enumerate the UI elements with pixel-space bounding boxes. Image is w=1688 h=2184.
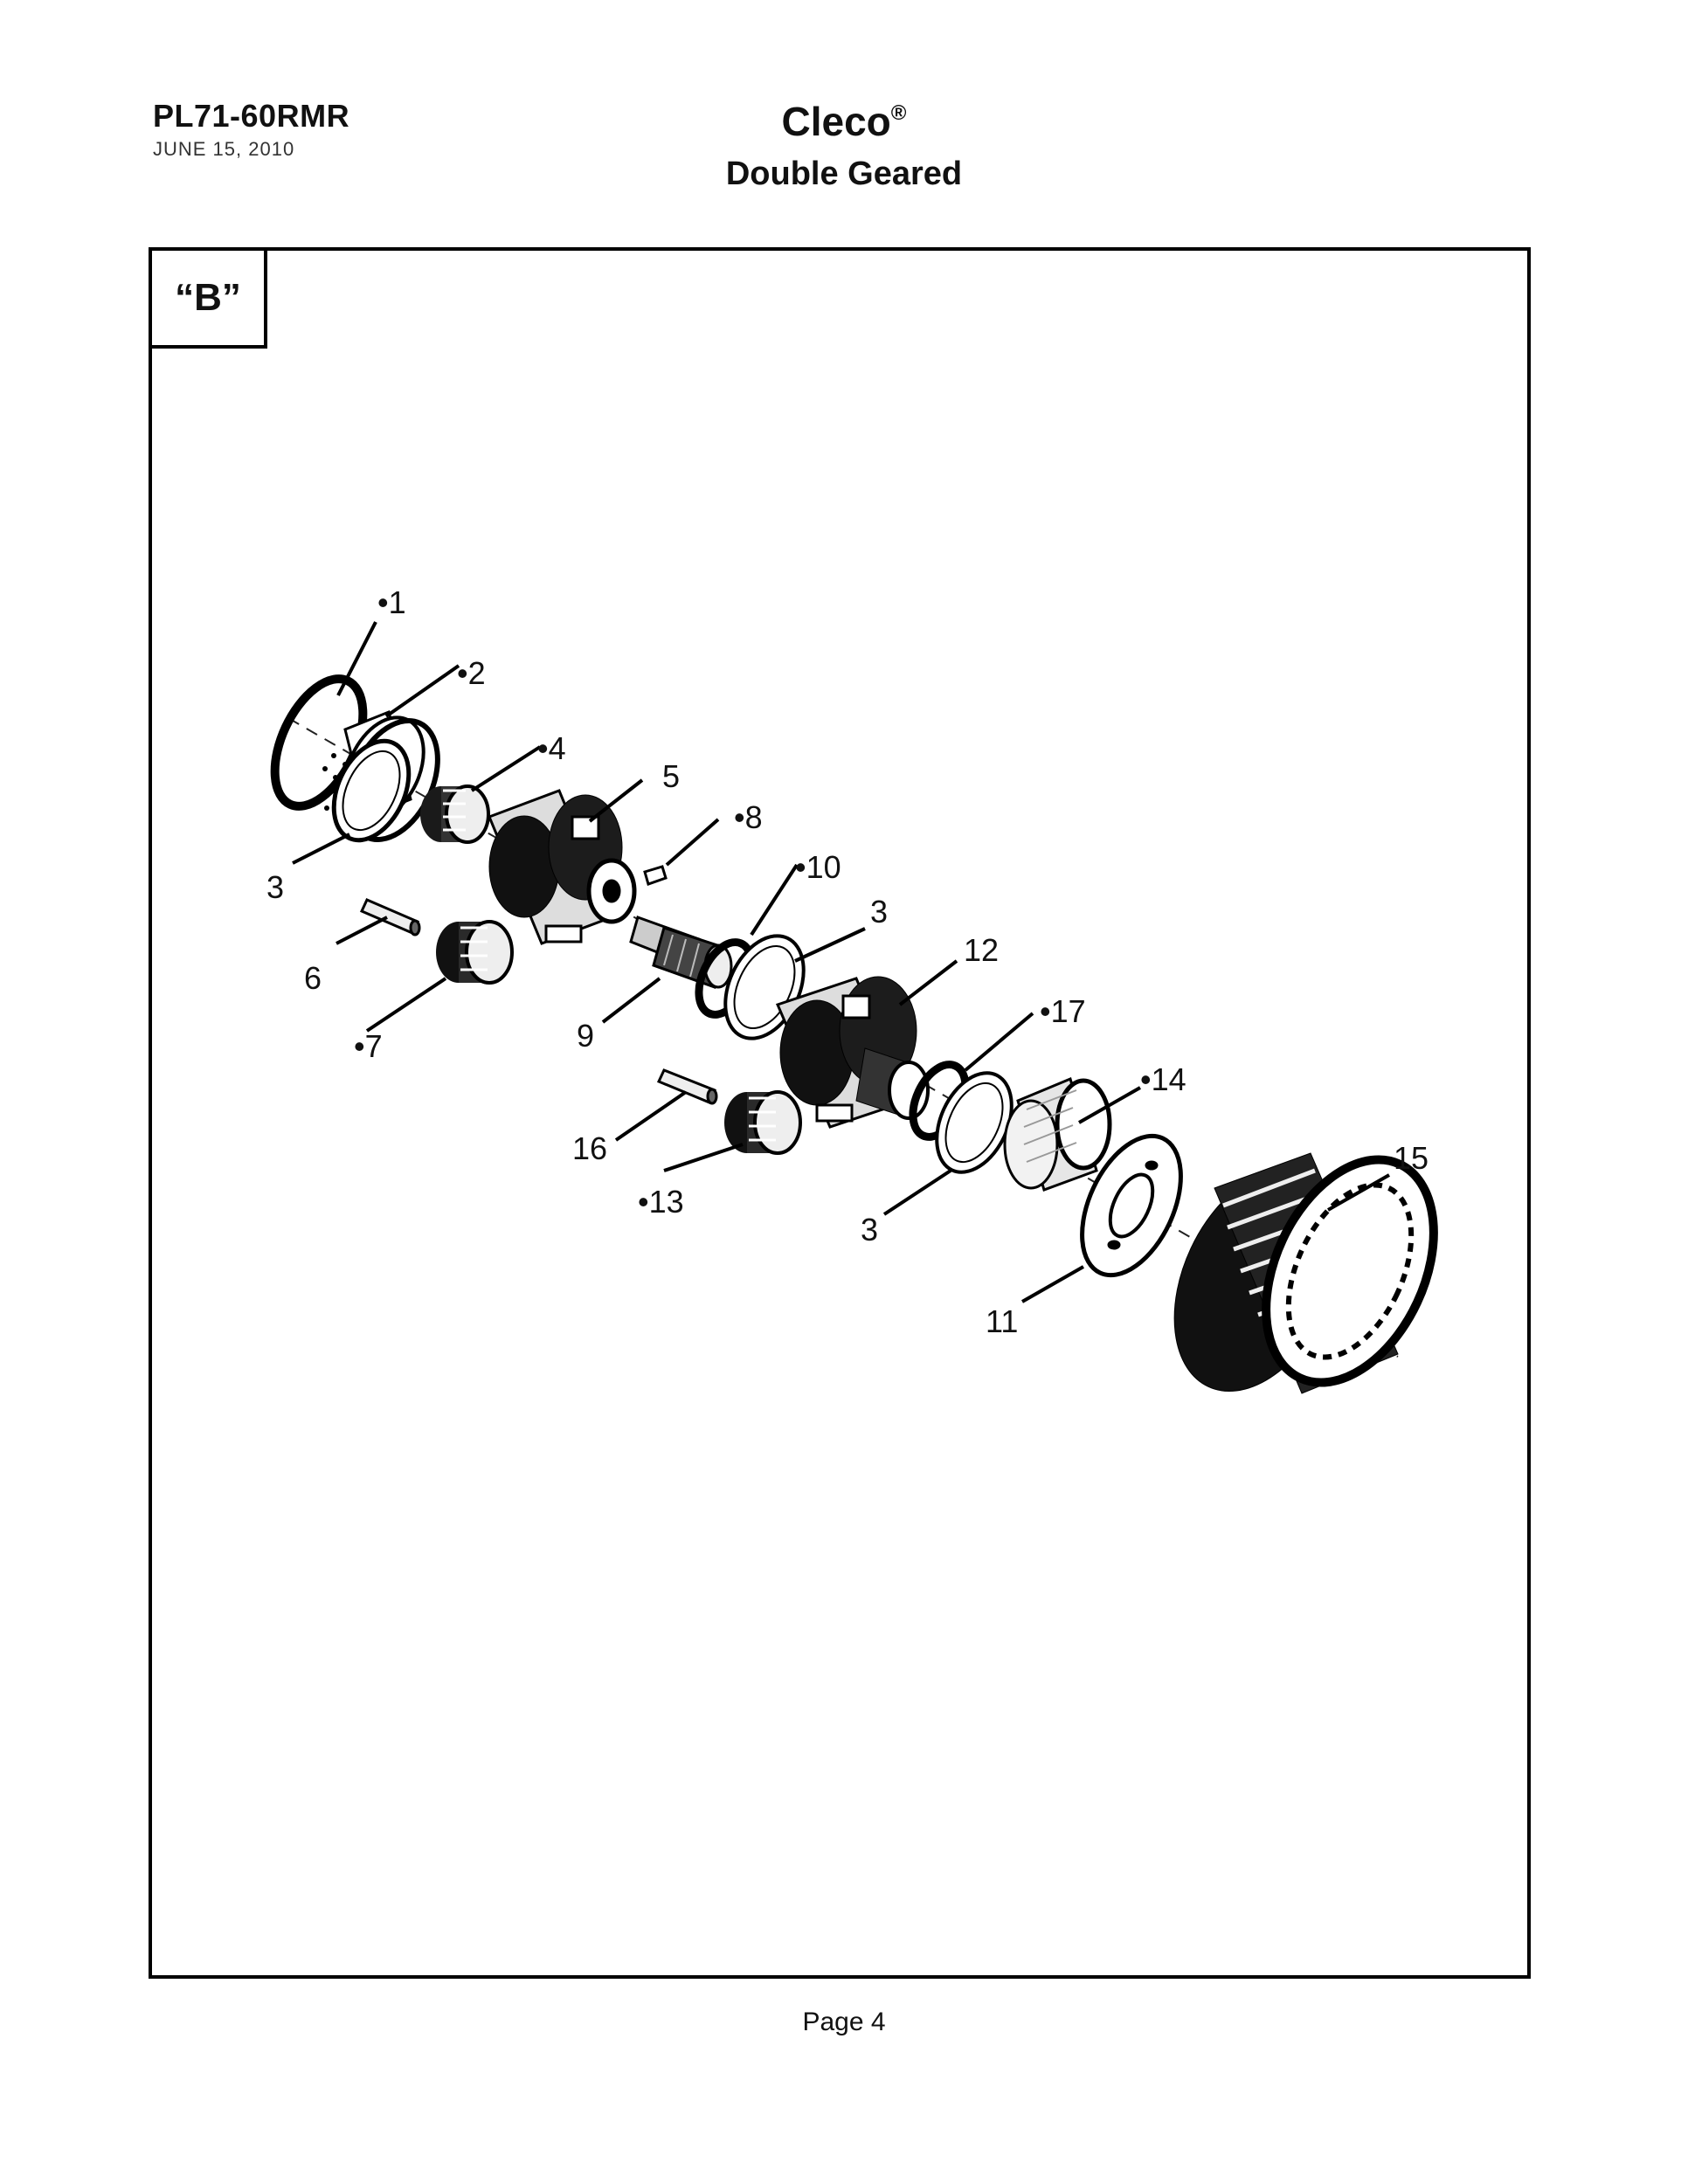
callout-15: 15 xyxy=(1394,1140,1429,1176)
brand-title: Cleco® xyxy=(0,98,1688,145)
part-bearing-14 xyxy=(1003,1076,1112,1192)
view-label: “B” xyxy=(175,276,241,319)
part-ring-gear-15 xyxy=(1173,1152,1438,1394)
part-planet-gear-13 xyxy=(724,1090,802,1155)
part-planet-pin-16 xyxy=(656,1068,718,1105)
part-planet-pin-6 xyxy=(359,898,421,936)
part-planet-gear-7 xyxy=(436,920,514,985)
callout-1: •1 xyxy=(377,584,406,620)
part-thrust-washer-3a xyxy=(331,738,412,843)
brand-name: Cleco xyxy=(781,99,891,144)
view-label-box: “B” xyxy=(149,247,267,349)
registered-mark: ® xyxy=(890,101,907,125)
page-number: Page 4 xyxy=(802,2008,886,2036)
callout-3-upper: 3 xyxy=(266,869,284,905)
callout-3-lower: 3 xyxy=(861,1212,878,1248)
callout-13: •13 xyxy=(638,1184,684,1220)
callout-7: •7 xyxy=(354,1028,383,1064)
part-planet-gear-4 xyxy=(420,784,490,844)
callout-6: 6 xyxy=(304,960,322,996)
leader-lines xyxy=(292,621,1390,1303)
part-planet-carrier-12 xyxy=(775,976,930,1129)
revision-date: JUNE 15, 2010 xyxy=(153,138,295,160)
callout-2: •2 xyxy=(457,655,486,691)
callout-16: 16 xyxy=(572,1130,607,1166)
part-planet-carrier-5 xyxy=(488,789,637,945)
part-key-8 xyxy=(643,865,668,886)
callout-11: 11 xyxy=(986,1303,1018,1339)
callout-8: •8 xyxy=(734,799,763,835)
callout-12: 12 xyxy=(964,932,999,968)
model-number: PL71-60RMR xyxy=(153,98,350,134)
drawing-frame xyxy=(149,247,1531,1979)
page-subtitle: Double Geared xyxy=(725,156,963,192)
part-gear-plate-11 xyxy=(1080,1133,1183,1278)
callout-5: 5 xyxy=(662,758,680,794)
callout-14: •14 xyxy=(1140,1061,1186,1097)
callout-3-middle: 3 xyxy=(870,894,888,930)
callout-labels: •1 •2 3 •4 5 6 •7 •8 9 •10 3 12 •17 16 •… xyxy=(266,584,1429,1339)
callout-4: •4 xyxy=(537,730,566,766)
callout-17: •17 xyxy=(1040,993,1086,1029)
callout-9: 9 xyxy=(577,1018,594,1054)
callout-10: •10 xyxy=(795,849,841,885)
